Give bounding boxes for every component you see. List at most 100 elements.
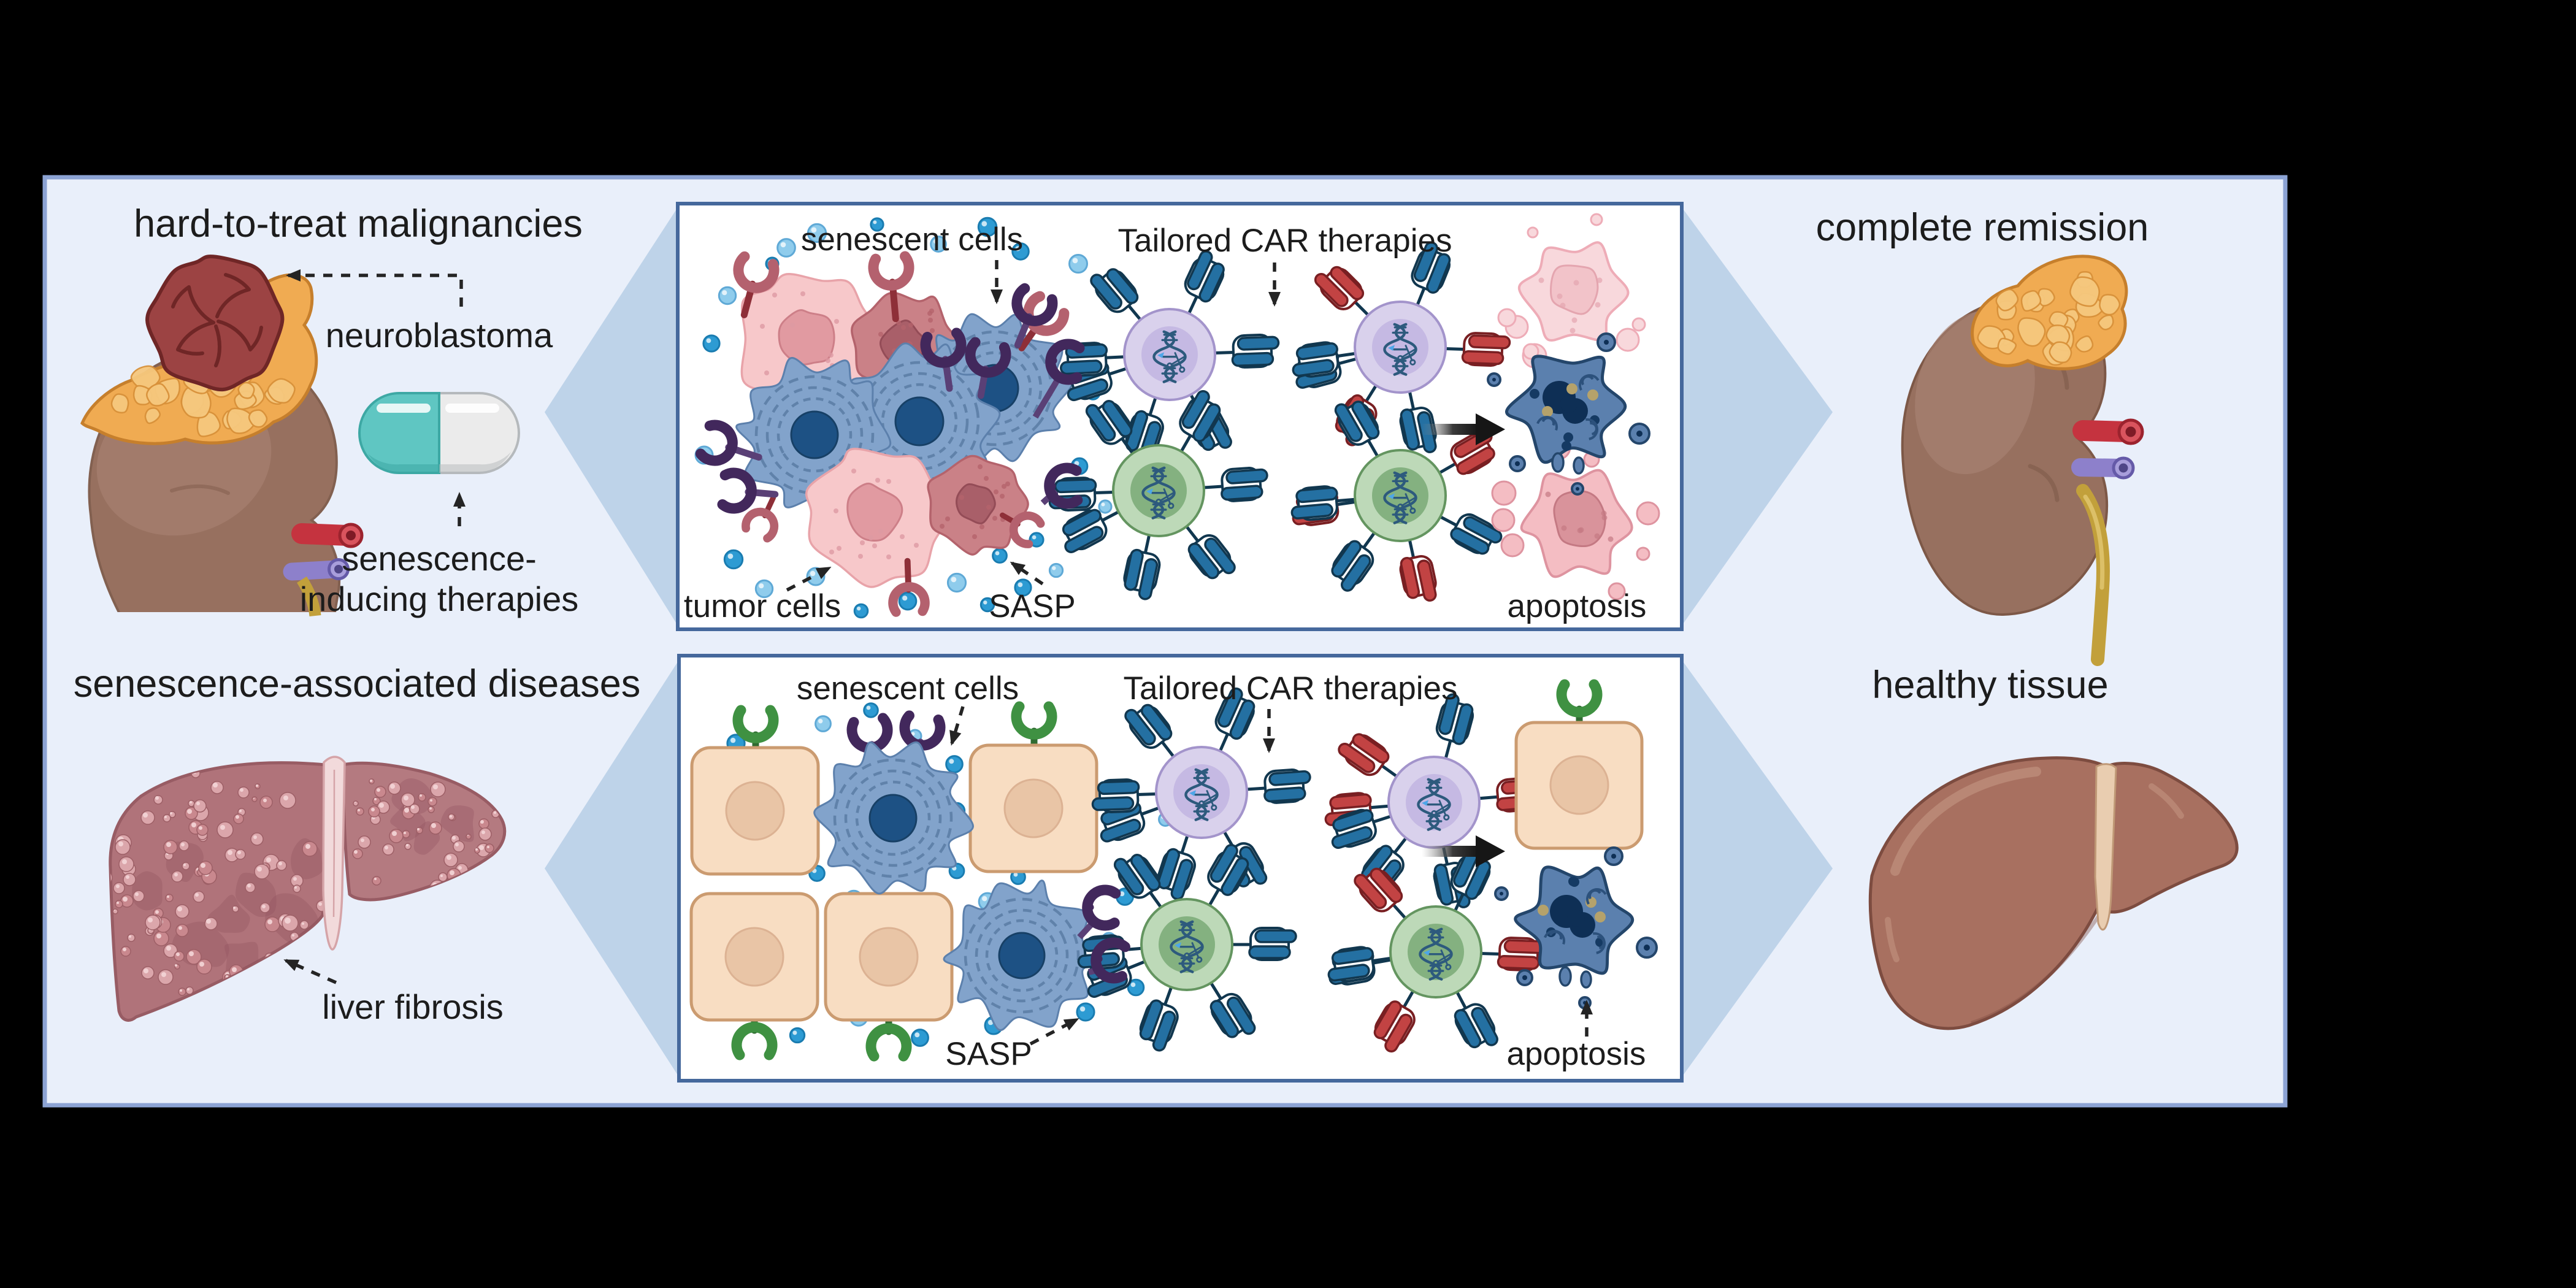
healthy-cell (824, 892, 954, 1022)
sasp-molecule-dot (979, 597, 995, 613)
label-senescent-cells-top: senescent cells (801, 221, 1023, 258)
gene-edited-dna-scissors-icon (1170, 920, 1204, 973)
car-cell-purple: hard-to-treat malignancies neuroblastoma s… (74, 202, 2149, 1072)
car-receptor-blue-icon: hard-to-treat malignancies neuroblastoma s… (74, 202, 2149, 1072)
tumor-receptor-icon (888, 558, 930, 617)
sasp-molecule-dot (898, 591, 918, 611)
car-receptor-blue-icon: hard-to-treat malignancies neuroblastoma s… (74, 202, 2149, 1072)
car-receptor-blue-icon (1327, 905, 1482, 999)
car-receptor-blue-icon: hard-to-treat malignancies neuroblastoma s… (74, 202, 2149, 1072)
gene-edited-dna-scissors-icon (1141, 466, 1176, 519)
car-receptor-blue-icon (1060, 308, 1216, 401)
callout-wedge-bottom-right (1682, 660, 1833, 1077)
label-senescence-inducing-2: inducing therapies (300, 580, 579, 618)
label-senescent-cells-bottom: senescent cells (797, 670, 1019, 707)
dashed-annotation-arrow (949, 706, 965, 746)
title-senescence-associated: senescence-associated diseases (74, 662, 641, 705)
car-receptor-red-icon: hard-to-treat malignancies neuroblastoma s… (74, 202, 2149, 1072)
neuroblastoma-arrow (286, 269, 463, 307)
upar-receptor-icon (920, 328, 967, 392)
car-receptor-blue-icon: hard-to-treat malignancies neuroblastoma s… (74, 202, 2149, 1072)
sasp-molecule-dot (992, 548, 1008, 564)
sasp-molecule-dot (946, 572, 967, 593)
car-receptor-blue-icon: hard-to-treat malignancies neuroblastoma s… (74, 202, 2149, 1072)
callout-wedge-bottom-left (545, 660, 679, 1077)
car-receptor-blue-icon: hard-to-treat malignancies neuroblastoma s… (74, 202, 2149, 1072)
gene-edited-dna-scissors-icon (1152, 330, 1187, 383)
sasp-molecule-dot (718, 286, 737, 305)
car-receptor-blue-icon: hard-to-treat malignancies neuroblastoma s… (74, 202, 2149, 1072)
sasp-molecule-dot (789, 1027, 806, 1044)
car-receptor-blue-icon: hard-to-treat malignancies neuroblastoma s… (74, 202, 2149, 1072)
gene-edited-dna-scissors-icon (1419, 927, 1453, 981)
sasp-molecule-dot (1098, 499, 1113, 514)
healthy-cell (689, 892, 819, 1022)
gene-edited-dna-scissors-icon (1383, 471, 1417, 524)
tumor-receptor-icon (1018, 291, 1070, 351)
tumor-cell-pink (805, 448, 949, 588)
car-cell-green: hard-to-treat malignancies neuroblastoma s… (74, 202, 2149, 1072)
sasp-molecule-dot (723, 549, 744, 570)
upar-receptor-icon (1091, 937, 1130, 984)
car-receptor-blue-icon: hard-to-treat malignancies neuroblastoma s… (74, 202, 2149, 1072)
callout-wedge-top-left (545, 207, 678, 626)
car-cell-green: hard-to-treat malignancies neuroblastoma s… (74, 202, 2149, 1072)
apoptotic-tumor-cell (1491, 434, 1660, 600)
car-receptor-red-icon (786, 213, 1660, 600)
car-receptor-blue-icon (1290, 449, 1447, 542)
sasp-molecule-dot (1014, 578, 1032, 597)
car-receptor-red-icon: hard-to-treat malignancies neuroblastoma s… (74, 202, 2149, 1072)
tumor-cell-mauve (927, 454, 1029, 556)
tumor-receptor-icon (733, 251, 780, 318)
car-receptor-blue-icon: hard-to-treat malignancies neuroblastoma s… (74, 202, 2149, 1072)
sasp-molecule-dot (807, 223, 827, 243)
car-receptor-blue-icon (1292, 301, 1447, 394)
car-receptor-red-icon: hard-to-treat malignancies neuroblastoma s… (74, 202, 2149, 1072)
car-receptor-blue-icon: hard-to-treat malignancies neuroblastoma s… (74, 202, 2149, 1072)
pill-capsule-illustration (358, 392, 521, 474)
tumor-receptor-icon (1000, 511, 1045, 548)
dashed-annotation-arrow (1010, 561, 1044, 586)
car-receptor-blue-icon: hard-to-treat malignancies neuroblastoma s… (74, 202, 2149, 1072)
car-receptor-blue-icon: hard-to-treat malignancies neuroblastoma s… (74, 202, 2149, 1072)
senescent-cell (813, 741, 975, 895)
sasp-molecule-dot (1068, 253, 1089, 274)
label-apoptosis-top: apoptosis (1508, 588, 1647, 624)
fibrotic-liver-illustration (109, 756, 507, 1022)
sasp-molecule-dot (1048, 562, 1064, 578)
tumor-scenario-content: hard-to-treat malignancies neuroblastoma s… (74, 202, 2149, 1072)
sasp-molecule-dot (863, 702, 879, 718)
upar-receptor-icon (965, 337, 1011, 399)
sasp-molecule-dot (754, 579, 774, 599)
dashed-annotation-arrow (786, 566, 832, 592)
senescent-cell (943, 880, 1100, 1031)
car-receptor-blue-icon (1091, 746, 1248, 839)
car-receptor-red-icon: hard-to-treat malignancies neuroblastoma s… (74, 202, 2149, 1072)
sasp-molecule-dot (776, 238, 796, 258)
car-receptor-blue-icon: hard-to-treat malignancies neuroblastoma s… (74, 202, 2149, 1072)
car-receptor-blue-icon: hard-to-treat malignancies neuroblastoma s… (74, 202, 2149, 1072)
car-receptor-blue-icon: hard-to-treat malignancies neuroblastoma s… (74, 202, 2149, 1072)
car-receptor-blue-icon: hard-to-treat malignancies neuroblastoma s… (74, 202, 2149, 1072)
healthy-cell (968, 743, 1098, 873)
sasp-molecule-dot (870, 217, 884, 232)
healthy-liver-illustration (1868, 756, 2239, 1030)
label-sasp-top: SASP (989, 588, 1075, 624)
label-sasp-bottom: SASP (945, 1036, 1032, 1072)
title-hard-to-treat: hard-to-treat malignancies (134, 202, 583, 245)
liver-fibrosis-arrow (283, 959, 337, 984)
upar-receptor-icon (1045, 339, 1085, 385)
label-neuroblastoma: neuroblastoma (326, 316, 553, 355)
sasp-molecule-dot (1029, 532, 1045, 548)
label-apoptosis-bottom: apoptosis (1507, 1036, 1646, 1072)
car-receptor-blue-icon: hard-to-treat malignancies neuroblastoma s… (74, 202, 2149, 1072)
sasp-molecule-dot (853, 603, 869, 619)
apoptotic-senescent-cell-illustration (1494, 846, 1658, 1010)
gene-edited-dna-scissors-icon (1184, 768, 1219, 821)
car-receptor-red-icon: hard-to-treat malignancies neuroblastoma s… (74, 202, 2149, 1072)
sasp-molecule-dot (911, 1029, 929, 1047)
sasp-molecule-dot (1127, 978, 1145, 997)
apoptotic-senescent-cell (1494, 846, 1658, 1010)
